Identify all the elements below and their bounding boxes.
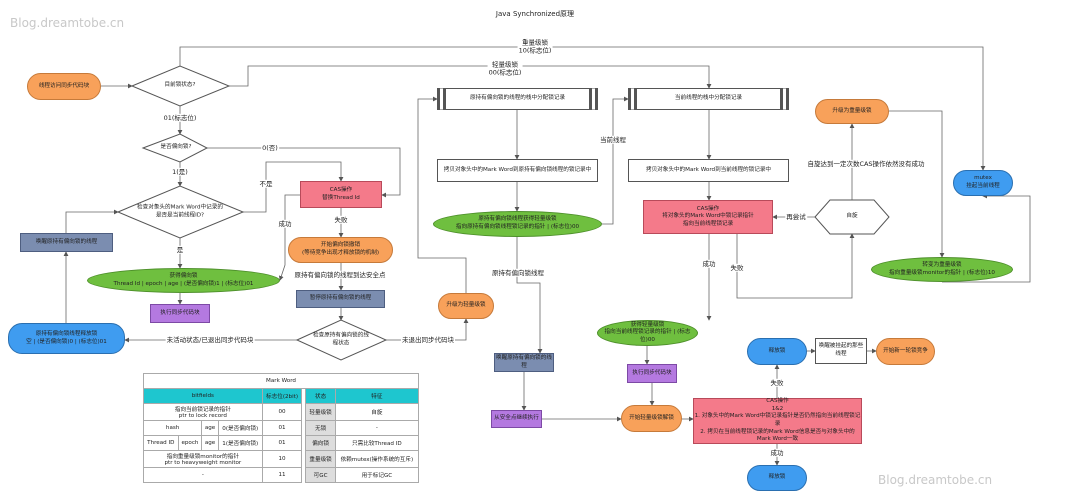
- node-wake-left: 唤醒原持有偏向锁的线程: [20, 233, 113, 252]
- watermark-top: Blog.dreamtobe.cn: [10, 16, 125, 30]
- node-release-biased: 原持有偏向锁线程释放锁 空 | (是否偏向锁)0 | (标志位)01: [8, 323, 125, 354]
- decision-check-state: [295, 319, 388, 361]
- header-state: 状态: [305, 388, 336, 404]
- connector-arrow: [602, 96, 629, 225]
- label-light: 轻量级锁 00(标志位): [487, 60, 523, 78]
- node-cas-pointer: CAS操作 将对象头的Mark Word中锁记录指针 指向当前线程锁记录: [643, 200, 773, 234]
- decision-lock-state-text: 目前锁状态?: [164, 82, 196, 89]
- connector-arrow: [736, 233, 855, 299]
- decision-thread-id: [116, 185, 245, 239]
- node-copy-cur: 拷贝对象头中的Mark Word到当前线程的锁记录中: [628, 159, 789, 182]
- label-heavy: 重量级锁 10(标志位): [517, 38, 553, 56]
- connector-arrow: [207, 147, 401, 198]
- node-orig-light: 原持有偏向锁线程获得轻量级锁 指向原持有偏向锁线程锁记录的指针 | (标志位)0…: [433, 211, 602, 237]
- label-fail-3: 失败: [769, 378, 785, 388]
- table-title: Mark Word: [143, 373, 419, 389]
- label-success-1: 成功: [277, 219, 293, 229]
- node-got-biased: 获得偏向锁 Thread Id | epoch | age | (是否偏向锁)1…: [87, 268, 280, 293]
- decision-check-state-text: 检查原持有偏向锁的线 程状态: [313, 332, 369, 346]
- label-fail-1: 失败: [333, 215, 349, 225]
- decision-lock-state: [130, 65, 231, 107]
- connector-arrow: [229, 65, 712, 89]
- node-start: 线程访问同步代码块: [27, 73, 101, 100]
- node-wake-suspended: 唤醒被挂起的那些线程: [815, 338, 867, 364]
- node-got-light: 获得轻量级锁 指向当前线程锁记录的指针 | (标志位)00: [597, 320, 698, 346]
- label-spin-fail: 自旋达到一定次数CAS操作依然没有成功: [806, 159, 926, 169]
- table-row: Thread ID epoch age 1(是否偏向锁) 01 偏向锁 只需比较…: [143, 435, 420, 451]
- label-not-exited: 未退出同步代码块: [401, 335, 455, 345]
- connector-arrow: [65, 209, 119, 233]
- node-unlock: 开始轻量级锁解锁: [621, 405, 682, 432]
- watermark-bottom: Blog.dreamtobe.cn: [878, 473, 993, 487]
- label-inactive: 未活动状态/已退出同步代码块: [165, 335, 255, 345]
- header-feature: 特征: [334, 388, 420, 404]
- node-alloc-cur: 当前线程的栈中分配锁记录: [628, 88, 789, 110]
- node-copy-orig: 拷贝对象头中的Mark Word到原持有偏向锁线程的锁记录中: [437, 159, 598, 182]
- node-alloc-orig: 原持有偏向锁的线程的栈中分配锁记录: [437, 88, 598, 110]
- connector-arrow: [516, 237, 543, 354]
- node-wake-mid: 唤醒原持有偏向锁的线程: [494, 353, 554, 372]
- label-retry: 再尝试: [785, 212, 807, 222]
- mark-word-table: Mark Word bitfields 标志位(2bit) 状态 特征 指向当前…: [142, 373, 420, 483]
- connector-arrow: [889, 110, 945, 258]
- decision-biased: [141, 133, 209, 163]
- node-cas-thread-id: CAS操作 替换Thread Id: [300, 181, 382, 208]
- label-fail-2: 失败: [729, 263, 745, 273]
- node-mutex: mutex 挂起当前线程: [953, 170, 1013, 196]
- label-orig-thread: 原持有偏向锁线程: [491, 268, 545, 278]
- node-revoke-biased: 开始偏向锁撤销 (等待竞争出现才释放锁的机制): [288, 237, 393, 263]
- diagram-title: Java Synchronized原理: [495, 10, 575, 18]
- decision-thread-id-text: 检查对象头的Mark Word中记录的 是否是当前线程ID?: [137, 204, 223, 218]
- node-pause-thread: 暂停原持有偏向锁的线程: [296, 290, 385, 308]
- node-upgrade-light: 升级为轻量级锁: [438, 293, 494, 319]
- table-row: - 11 可GC 用于标记GC: [143, 467, 420, 483]
- table-row: 指向重量级锁monitor的指针 ptr to heavyweight moni…: [143, 450, 420, 468]
- node-to-heavy: 转变为重量级锁 指向重量级锁monitor的指针 | (标志位)10: [871, 257, 1013, 282]
- table-row: 指向当前锁记录的指针 ptr to lock record 00 轻量级锁 自旋: [143, 403, 420, 421]
- node-cas-12: CAS操作 1&2 1. 对象头中的Mark Word中锁记录指针是否仍然指向当…: [693, 398, 862, 444]
- label-not: 不是: [258, 179, 274, 189]
- node-exec-left: 执行同步代码块: [150, 304, 210, 323]
- label-success-3: 成功: [769, 448, 785, 458]
- table-row: hash age 0(是否偏向锁) 01 无锁 -: [142, 420, 420, 436]
- decision-biased-text: 是否偏向锁?: [160, 144, 192, 151]
- node-release-fail: 释放锁: [747, 338, 807, 365]
- connector-arrow: [278, 194, 300, 281]
- connector-arrow: [243, 161, 344, 213]
- connector-arrow: [179, 46, 986, 171]
- node-new-round: 开始新一轮锁竞争: [876, 338, 935, 365]
- label-no: 0(否): [261, 143, 279, 153]
- label-yes: 是: [175, 245, 185, 255]
- label-safepoint: 原持有偏向锁的线程到达安全点: [293, 270, 387, 280]
- label-flag01: 01(标志位): [162, 113, 198, 123]
- node-upgrade-heavy: 升级为重量级锁: [815, 99, 889, 124]
- header-flag: 标志位(2bit): [261, 388, 303, 404]
- node-exec-mid: 执行同步代码块: [627, 364, 677, 383]
- label-yes1: 1(是): [171, 167, 189, 177]
- label-current-thread: 当前线程: [599, 135, 627, 145]
- hexagon-spin: [814, 199, 890, 235]
- connector-arrow: [417, 96, 467, 293]
- connector-arrow: [942, 193, 1031, 283]
- node-resume: 从安全点继续执行: [491, 410, 542, 428]
- node-release-ok: 释放锁: [747, 465, 807, 491]
- hexagon-spin-text: 自旋: [846, 213, 858, 220]
- header-bitfields: bitfields: [143, 388, 263, 404]
- label-success-2: 成功: [701, 259, 717, 269]
